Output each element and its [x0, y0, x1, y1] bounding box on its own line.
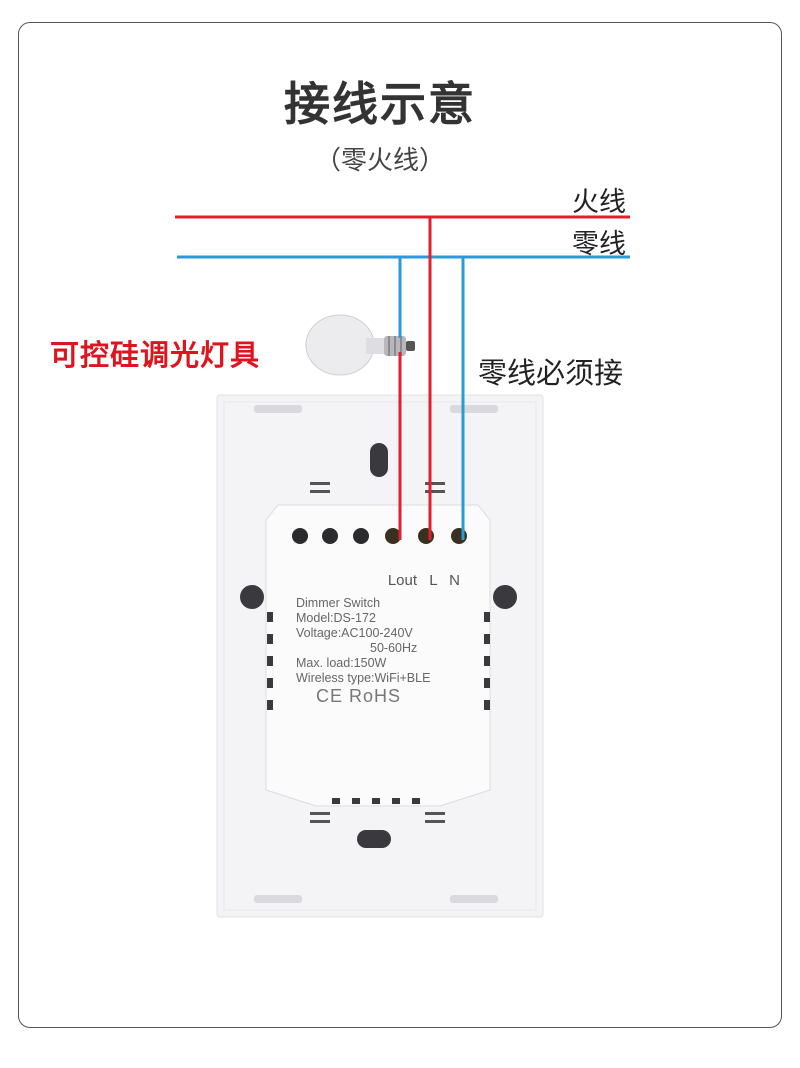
spec-line: Wireless type:WiFi+BLE — [296, 671, 431, 685]
diagram-subtitle: （零火线） — [314, 146, 445, 176]
diagram-frame — [18, 22, 782, 1028]
bulb-icon — [305, 314, 415, 376]
lamp-label: 可控硅调光灯具 — [50, 338, 261, 372]
terminal-screw-l — [418, 528, 434, 544]
switch-module-body — [265, 504, 491, 807]
terminal-label-n: N — [449, 572, 460, 589]
plate-slot-top-left — [254, 405, 302, 413]
mounting-hole-left — [240, 585, 264, 609]
mounting-slot-bottom — [357, 830, 391, 848]
neutral-wire-label: 零线 — [572, 229, 626, 260]
plate-slot-bottom-left — [254, 895, 302, 903]
terminal-labels: Lout L N — [380, 572, 460, 589]
plate-slot-top-right — [450, 405, 498, 413]
terminal-screw — [322, 528, 338, 544]
certification-marks: CE RoHS — [316, 686, 402, 706]
terminal-label-lout: Lout — [387, 572, 418, 589]
terminal-screw-n — [451, 528, 467, 544]
plate-slot-bottom-right — [450, 895, 498, 903]
spec-line: Dimmer Switch — [296, 596, 381, 610]
neutral-required-note: 零线必须接 — [478, 356, 624, 390]
live-wire-label: 火线 — [572, 187, 626, 218]
spec-line: 50-60Hz — [370, 641, 418, 655]
spec-line: Model:DS-172 — [296, 611, 376, 625]
terminal-screw-lout — [385, 528, 401, 544]
mounting-hole-right — [493, 585, 517, 609]
spec-line: Voltage:AC100-240V — [296, 626, 413, 640]
spec-line: Max. load:150W — [296, 656, 387, 670]
diagram-title: 接线示意 — [284, 77, 476, 131]
terminal-screw — [353, 528, 369, 544]
spec-sticker: Lout L N Dimmer Switch Model:DS-172 Volt… — [286, 566, 468, 718]
terminal-screw — [292, 528, 308, 544]
terminal-label-l: L — [429, 572, 437, 589]
mounting-slot-top — [370, 443, 388, 477]
